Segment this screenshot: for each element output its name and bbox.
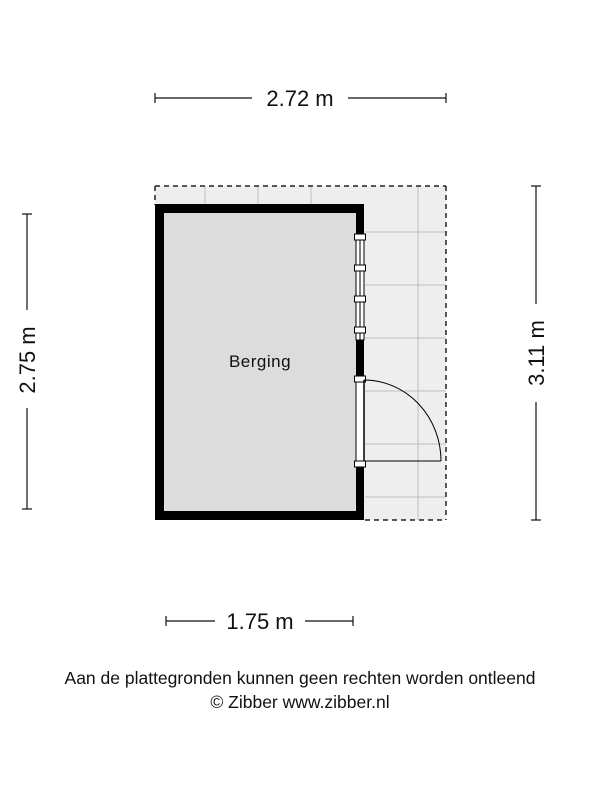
dimension-bottom (165, 616, 354, 626)
room-fill (163, 212, 356, 512)
terrace-tile-grid (204, 186, 446, 520)
footer-disclaimer: Aan de plattegronden kunnen geen rechten… (64, 668, 536, 688)
wall-bottom (155, 511, 364, 520)
dimension-top-label: 2.72 m (266, 86, 333, 111)
dimension-right-label: 3.11 m (524, 320, 549, 386)
dimension-top (154, 93, 447, 103)
wall-left (155, 204, 164, 520)
door (354, 375, 442, 468)
door-opening (355, 375, 365, 467)
door-jamb-top (354, 375, 366, 383)
window (354, 233, 366, 341)
wall-top (155, 204, 364, 213)
room-berging: Berging (155, 204, 442, 520)
wall-right-middle (356, 340, 364, 376)
walls (155, 204, 364, 520)
wall-right-upper (356, 204, 364, 234)
dimension-bottom-label: 1.75 m (226, 609, 293, 634)
door-swing-arc (363, 379, 442, 462)
dimension-right (531, 185, 541, 521)
terrace-outline (154, 185, 447, 521)
room-label: Berging (229, 352, 291, 371)
dimension-left-label: 2.75 m (15, 326, 40, 393)
door-jamb-bottom (354, 460, 366, 468)
wall-right-lower (356, 466, 364, 520)
footer-credit: © Zibber www.zibber.nl (210, 692, 390, 712)
dimension-left (22, 213, 32, 510)
